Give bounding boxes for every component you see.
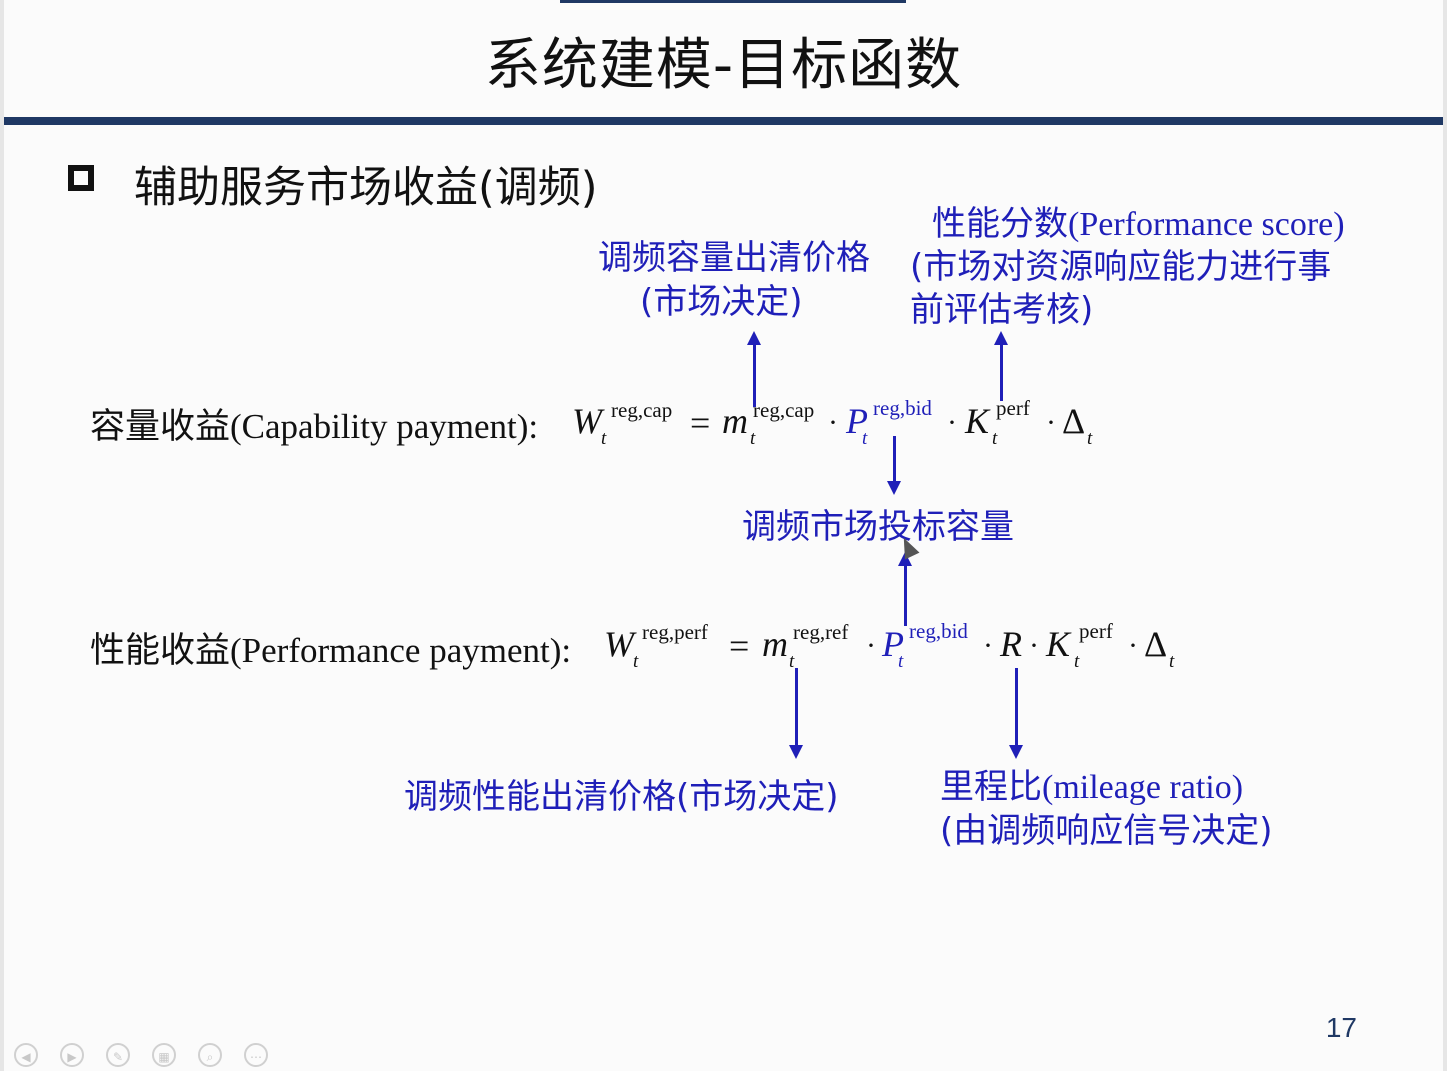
cap-W: W xyxy=(572,401,602,441)
slide-right-edge xyxy=(1443,0,1447,1071)
perf-dot: · xyxy=(983,629,993,662)
perf-score-en: (Performance score) xyxy=(1068,206,1345,243)
perf-equals: = xyxy=(729,626,750,666)
cap-P: P xyxy=(846,401,868,441)
slides-icon[interactable]: ▦ xyxy=(152,1043,176,1067)
perf-K-sup: perf xyxy=(1079,619,1113,643)
arrow-cap-price-shaft xyxy=(753,345,756,407)
arrow-up-head xyxy=(747,331,761,345)
arrow-down-head xyxy=(789,745,803,759)
cap-dot: · xyxy=(947,406,957,439)
cap-P-sub: t xyxy=(862,428,868,449)
slide-left-edge xyxy=(0,0,4,1071)
perf-m-sub: t xyxy=(789,651,795,672)
cap-delta-sub: t xyxy=(1087,428,1093,449)
performance-label-cn: 性能收益 xyxy=(90,631,231,671)
arrow-mileage-shaft xyxy=(1015,668,1018,746)
capacity-label: 容量收益(Capability payment): xyxy=(90,398,538,449)
capacity-label-cn: 容量收益 xyxy=(90,407,231,447)
performance-label-en: (Performance payment): xyxy=(230,631,572,670)
perf-W-sub: t xyxy=(633,651,639,672)
cap-dot: · xyxy=(828,406,838,439)
capacity-label-en: (Capability payment): xyxy=(230,407,539,446)
cap-equals: = xyxy=(690,403,711,443)
cap-m: m xyxy=(722,401,748,441)
cap-dot: · xyxy=(1046,406,1056,439)
cap-delta: Δ xyxy=(1062,401,1086,441)
arrow-perf-price-shaft xyxy=(795,668,798,746)
cap-price-note-line2: (市场决定) xyxy=(640,282,803,322)
next-icon[interactable]: ▶ xyxy=(60,1043,84,1067)
perf-dot: · xyxy=(1029,629,1039,662)
perf-m-sup: reg,ref xyxy=(793,620,849,644)
arrow-up-head xyxy=(898,552,912,566)
perf-P-sup: reg,bid xyxy=(909,619,968,643)
slide-title: 系统建模-目标函数 xyxy=(484,33,963,98)
cap-price-note-line1: 调频容量出清价格 xyxy=(598,238,870,278)
mileage-en: (mileage ratio) xyxy=(1042,769,1244,806)
zoom-icon[interactable]: ⌕ xyxy=(198,1043,222,1067)
cap-K: K xyxy=(965,401,990,441)
perf-m: m xyxy=(762,624,788,664)
perf-dot: · xyxy=(1128,629,1138,662)
bid-capacity-note: 调频市场投标容量 xyxy=(742,507,1014,547)
perf-dot: · xyxy=(866,629,876,662)
perf-K: K xyxy=(1046,624,1071,664)
mileage-cn: 里程比 xyxy=(940,767,1042,807)
mileage-note-line2: (由调频响应信号决定) xyxy=(940,811,1273,851)
prev-icon[interactable]: ◀ xyxy=(14,1043,38,1067)
perf-R: R xyxy=(1000,624,1022,664)
page-number: 17 xyxy=(1325,1012,1357,1043)
section-heading: 辅助服务市场收益(调频) xyxy=(134,163,598,213)
perf-score-note-line2: (市场对资源响应能力进行事 xyxy=(910,247,1332,287)
arrow-down-head xyxy=(1009,745,1023,759)
cap-K-sub: t xyxy=(992,428,998,449)
cap-m-sup: reg,cap xyxy=(753,398,815,422)
top-accent-line xyxy=(560,0,906,3)
pen-icon[interactable]: ✎ xyxy=(106,1043,130,1067)
perf-score-note-line1: 性能分数(Performance score) xyxy=(932,202,1345,247)
performance-label: 性能收益(Performance payment): xyxy=(90,622,571,673)
arrow-up-head xyxy=(994,331,1008,345)
arrow-down-head xyxy=(887,481,901,495)
cap-m-sub: t xyxy=(750,428,756,449)
cap-W-sup: reg,cap xyxy=(611,398,673,422)
perf-delta: Δ xyxy=(1144,624,1168,664)
perf-P: P xyxy=(882,624,904,664)
cap-P-sup: reg,bid xyxy=(873,396,932,420)
perf-score-note-line3: 前评估考核) xyxy=(910,290,1094,330)
perf-price-note: 调频性能出清价格(市场决定) xyxy=(404,777,839,817)
cap-W-sub: t xyxy=(601,428,607,449)
arrow-bid-up-shaft xyxy=(904,566,907,626)
perf-W-sup: reg,perf xyxy=(642,620,708,644)
perf-delta-sub: t xyxy=(1169,651,1175,672)
perf-K-sub: t xyxy=(1074,651,1080,672)
mileage-note-line1: 里程比(mileage ratio) xyxy=(940,765,1243,810)
perf-W: W xyxy=(604,624,634,664)
more-icon[interactable]: ⋯ xyxy=(244,1043,268,1067)
arrow-bid-down-shaft xyxy=(893,436,896,482)
arrow-perf-score-shaft xyxy=(1000,345,1003,401)
cap-K-sup: perf xyxy=(996,396,1030,420)
perf-score-cn: 性能分数 xyxy=(932,204,1068,244)
perf-P-sub: t xyxy=(898,651,904,672)
title-divider xyxy=(4,117,1443,125)
bullet-square-icon xyxy=(68,165,94,191)
